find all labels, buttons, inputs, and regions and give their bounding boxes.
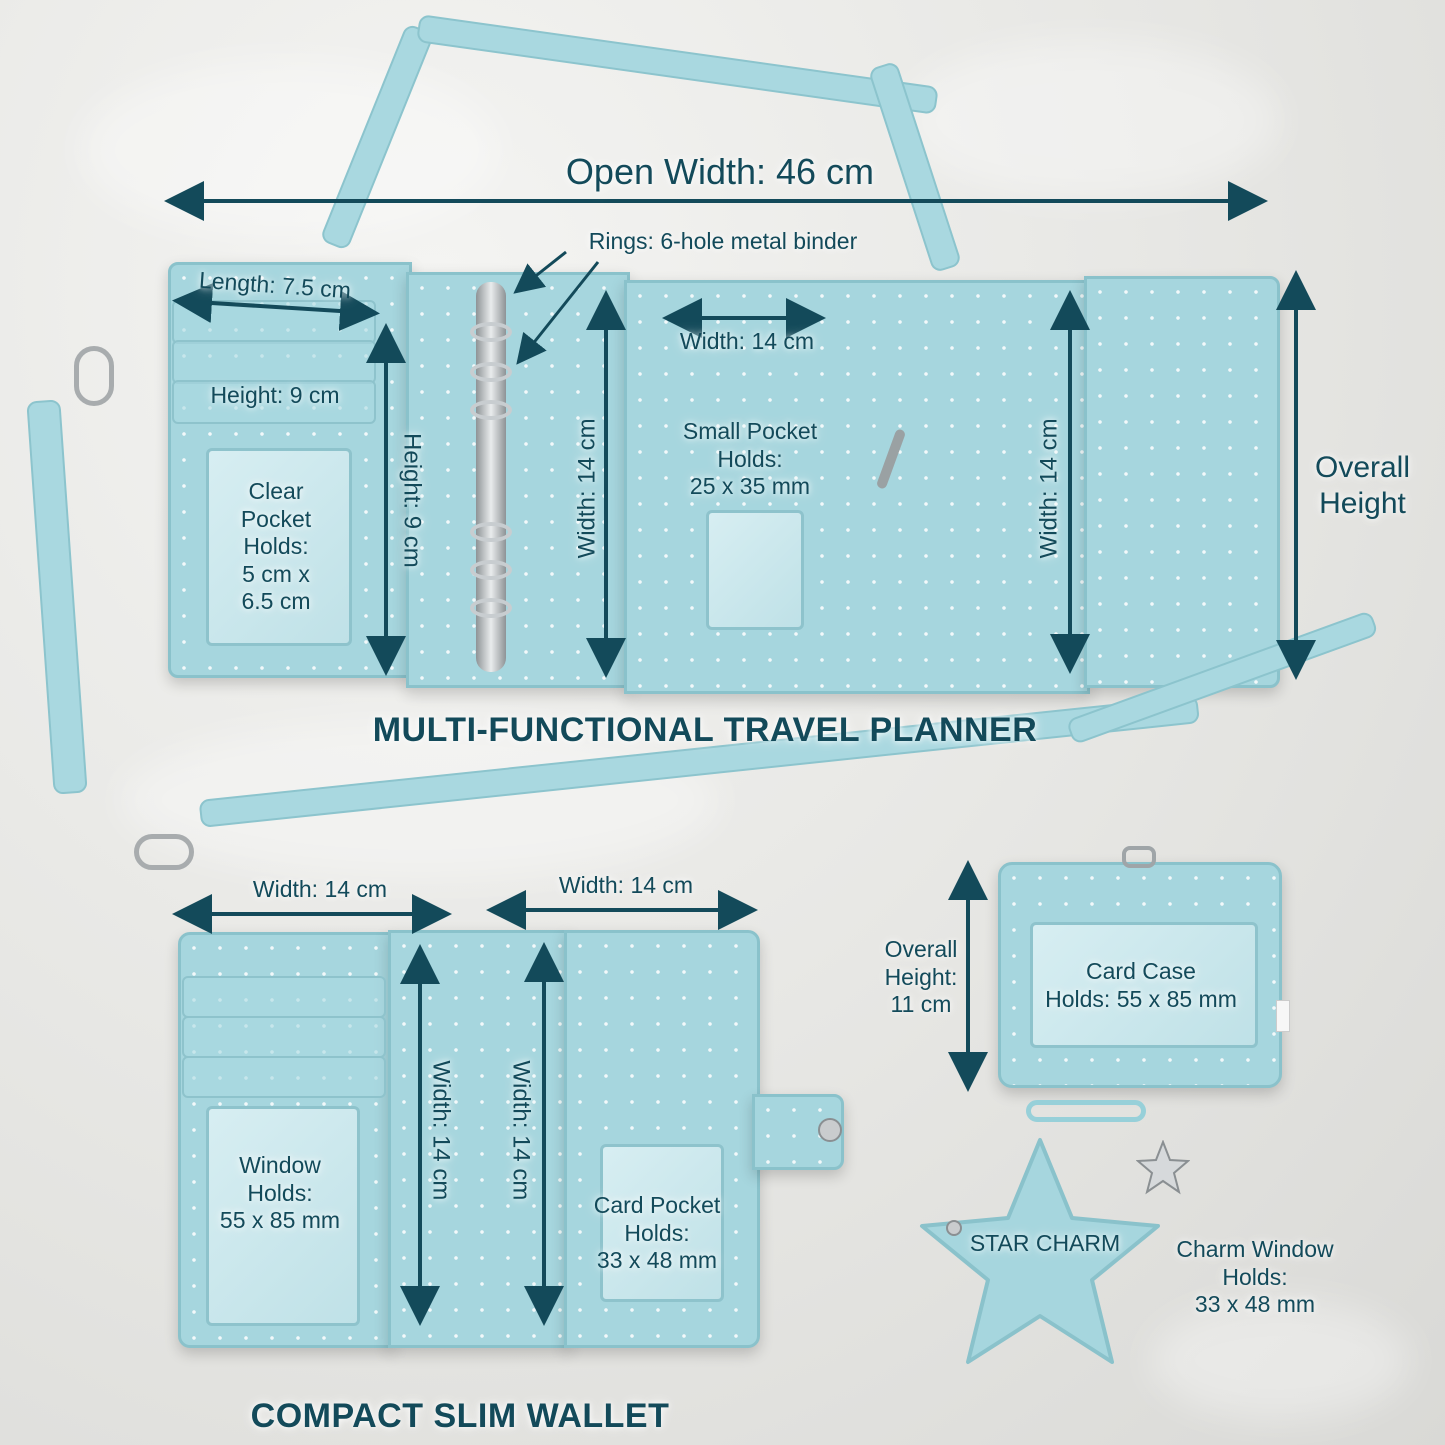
planner-wrist-strap bbox=[26, 399, 88, 795]
card-pocket-label: Card Pocket Holds: 33 x 48 mm bbox=[593, 1192, 721, 1274]
wallet-width-right-label: Width: 14 cm bbox=[558, 872, 694, 898]
height-horizontal-label: Height: 9 cm bbox=[210, 382, 340, 408]
planner-card-slot[interactable] bbox=[172, 380, 376, 424]
card-case-window[interactable] bbox=[1030, 922, 1258, 1048]
wallet-title: COMPACT SLIM WALLET bbox=[250, 1397, 670, 1435]
height-vertical-label: Height: 9 cm bbox=[398, 433, 426, 568]
star-charm-label: STAR CHARM bbox=[969, 1230, 1121, 1256]
wallet-card-pocket[interactable] bbox=[600, 1144, 724, 1302]
planner-small-pocket[interactable] bbox=[706, 510, 804, 630]
charm-window-label: Charm Window Holds: 33 x 48 mm bbox=[1176, 1236, 1334, 1318]
wallet-card-slot[interactable] bbox=[182, 1056, 386, 1098]
planner-card-slot[interactable] bbox=[172, 300, 376, 344]
open-width-label: Open Width: 46 cm bbox=[565, 151, 875, 192]
card-case-hook-icon bbox=[1122, 846, 1156, 868]
wallet-window[interactable] bbox=[206, 1106, 360, 1326]
small-pocket-label: Small Pocket Holds: 25 x 35 mm bbox=[682, 418, 818, 500]
wallet-width-vertical-2: Width: 14 cm bbox=[507, 1060, 535, 1201]
overall-height-label: Overall Height bbox=[1314, 451, 1411, 520]
clasp-icon bbox=[74, 346, 114, 406]
planner-title: MULTI-FUNCTIONAL TRAVEL PLANNER bbox=[372, 711, 1038, 749]
clear-pocket-label: Clear Pocket Holds: 5 cm x 6.5 cm bbox=[240, 478, 312, 615]
binder-rings[interactable] bbox=[470, 282, 512, 672]
planner-card-slot[interactable] bbox=[172, 340, 376, 384]
planner-width-left-label: Width: 14 cm bbox=[573, 418, 601, 559]
chain-icon bbox=[1026, 1100, 1146, 1122]
card-case-label: Card Case Holds: 55 x 85 mm bbox=[1045, 958, 1237, 1012]
clasp-icon bbox=[134, 834, 194, 870]
window-holds-label: Window Holds: 55 x 85 mm bbox=[219, 1152, 341, 1234]
planner-middle-panel bbox=[624, 280, 1090, 694]
planner-clear-pocket[interactable] bbox=[206, 448, 352, 646]
star-charm-shape bbox=[920, 1138, 1160, 1364]
overall-height-11-label: Overall Height: 11 cm bbox=[884, 936, 958, 1018]
snap-button-icon bbox=[818, 1118, 842, 1142]
wallet-width-left-label: Width: 14 cm bbox=[252, 876, 388, 902]
wallet-spine-panel bbox=[388, 930, 570, 1348]
star-pendant-icon bbox=[1136, 1140, 1190, 1195]
wallet-card-slot[interactable] bbox=[182, 976, 386, 1018]
planner-right-panel bbox=[1084, 276, 1280, 688]
planner-width-right-label: Width: 14 cm bbox=[1035, 418, 1063, 559]
planner-width-top-label: Width: 14 cm bbox=[679, 328, 815, 354]
card-case-tag bbox=[1276, 1000, 1290, 1032]
wallet-card-slot[interactable] bbox=[182, 1016, 386, 1058]
wallet-width-vertical-1: Width: 14 cm bbox=[427, 1060, 455, 1201]
rings-label: Rings: 6-hole metal binder bbox=[588, 228, 858, 254]
